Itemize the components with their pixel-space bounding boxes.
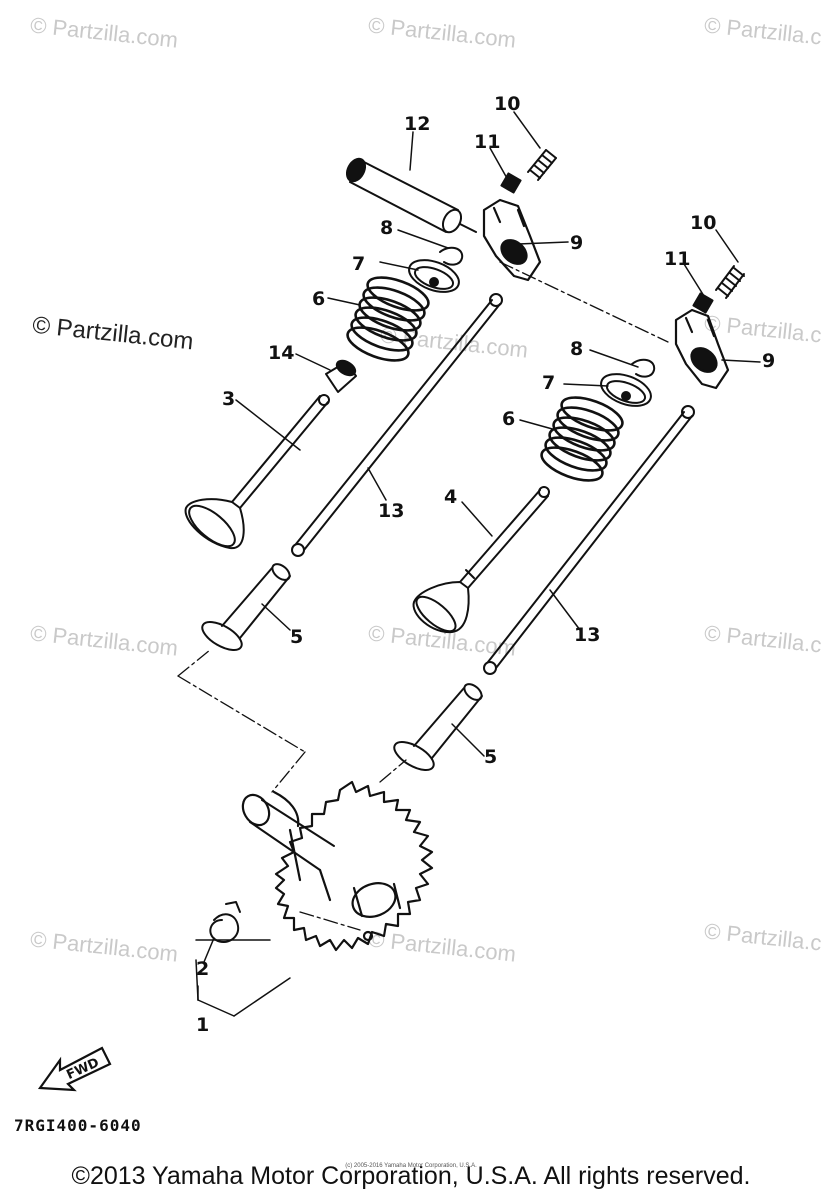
callout-7: 7 xyxy=(352,253,366,275)
callout-12: 12 xyxy=(404,113,431,135)
callout-14: 14 xyxy=(268,342,295,364)
tiny-notice: (c) 2005-2016 Yamaha Motor Corporation, … xyxy=(345,1163,477,1169)
leader-lines xyxy=(195,111,761,1017)
valve-stem-seal xyxy=(325,359,357,393)
rocker-arm-upper xyxy=(482,198,542,282)
callout-6: 6 xyxy=(502,408,516,430)
tappet-upper xyxy=(201,563,291,651)
valve-spring-upper xyxy=(346,276,430,362)
decompression-spring xyxy=(209,901,241,944)
callout-9: 9 xyxy=(762,350,776,372)
intake-valve xyxy=(184,394,330,550)
callout-10: 10 xyxy=(494,93,521,115)
rocker-arm-lower xyxy=(674,308,730,390)
callout-5: 5 xyxy=(484,746,498,768)
exhaust-valve xyxy=(412,486,550,634)
callout-10: 10 xyxy=(690,212,717,234)
callout-6: 6 xyxy=(312,288,326,310)
callout-1: 1 xyxy=(196,1014,210,1036)
forward-arrow-icon: FWD xyxy=(37,1046,112,1092)
valve-collet-upper xyxy=(439,246,464,266)
valve-spring-lower xyxy=(540,396,624,482)
rocker-shaft xyxy=(345,157,477,234)
callout-9: 9 xyxy=(570,232,584,254)
callout-5: 5 xyxy=(290,626,304,648)
camshaft-gear xyxy=(241,780,434,952)
callout-11: 11 xyxy=(664,248,691,270)
copyright-notice: ©2013 Yamaha Motor Corporation, U.S.A. A… xyxy=(71,1162,751,1190)
valve-collet-lower xyxy=(631,358,656,378)
tappet-lower xyxy=(393,683,483,771)
push-rod-lower xyxy=(483,405,695,675)
spring-retainer-lower xyxy=(600,373,652,407)
spring-retainer-upper xyxy=(408,259,460,293)
callout-2: 2 xyxy=(196,958,210,980)
callout-13: 13 xyxy=(378,500,405,522)
callout-11: 11 xyxy=(474,131,501,153)
adjuster-screw-upper xyxy=(500,149,557,194)
callout-4: 4 xyxy=(444,486,458,508)
diagram-code: 7RGI400-6040 xyxy=(14,1116,142,1135)
alignment-lines xyxy=(177,261,669,931)
push-rod-upper xyxy=(291,293,503,557)
callout-8: 8 xyxy=(570,338,584,360)
callout-7: 7 xyxy=(542,372,556,394)
callout-8: 8 xyxy=(380,217,394,239)
adjuster-screw-lower xyxy=(692,265,745,314)
callout-13: 13 xyxy=(574,624,601,646)
callout-3: 3 xyxy=(222,388,236,410)
